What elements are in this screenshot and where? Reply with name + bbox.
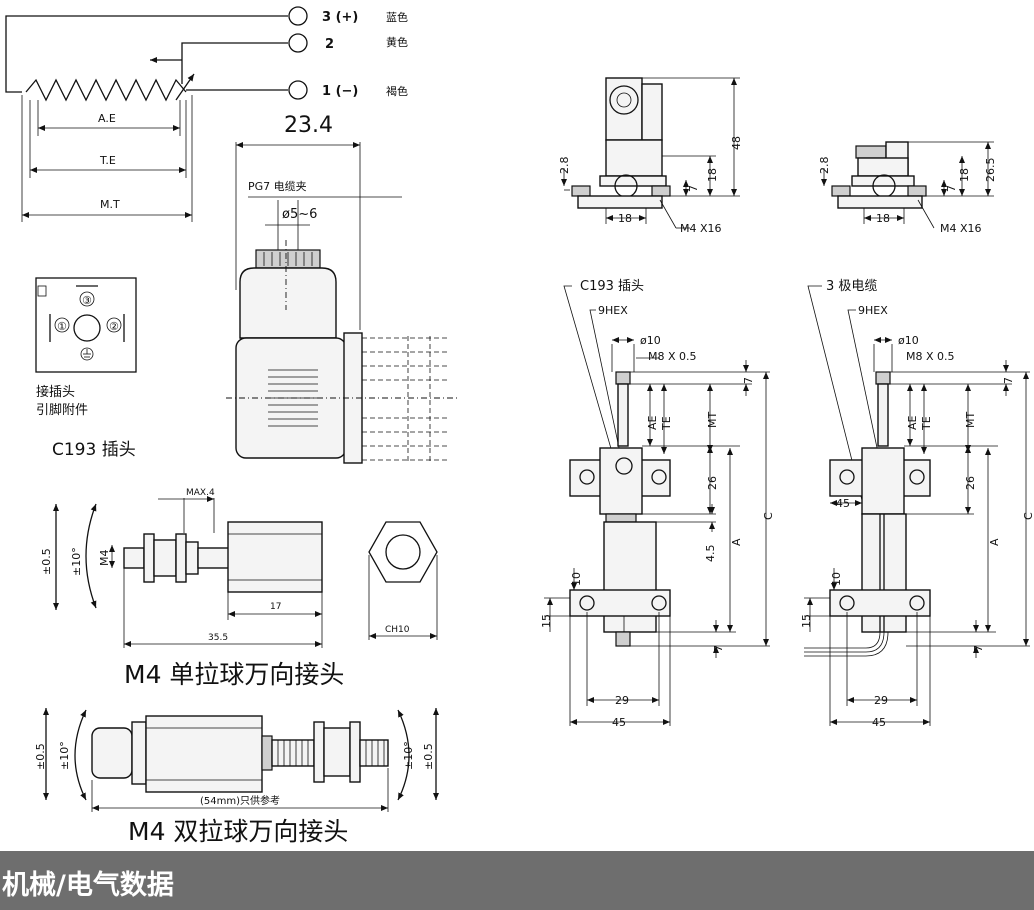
- side-left-hex: 9HEX: [598, 304, 628, 317]
- connector-width-dim: 23.4: [284, 113, 333, 138]
- top-right-w18: 18: [876, 212, 890, 225]
- cable-gland-label: PG7 电缆夹: [248, 180, 307, 193]
- ground-icon: [80, 347, 94, 361]
- ae-label: A.E: [98, 112, 116, 125]
- side-right-c: C: [1022, 512, 1034, 520]
- resistor-zigzag: [25, 78, 187, 102]
- connector-pin-view: ③ ① ② 接插头 引脚附件 C193 插头: [35, 277, 137, 460]
- side-right-a: A: [988, 538, 1001, 546]
- single-max: MAX.4: [186, 488, 215, 498]
- single-len-17: 17: [270, 602, 281, 612]
- single-joint-caption: M4 单拉球万向接头: [124, 660, 344, 689]
- side-left-plug: C193 插头: [580, 279, 644, 294]
- side-view-left: C193 插头 9HEX ø10 M8 X 0.5 7 AE TE MT 26: [540, 279, 775, 729]
- section-title: 机械/电气数据: [2, 870, 174, 901]
- top-view-right: 2.8 26.5 18 7 18 M4 X16: [818, 141, 997, 235]
- pin-1-mark: ①: [57, 320, 67, 333]
- side-right-w29: 29: [874, 694, 888, 707]
- single-angle2: ±10°: [70, 547, 83, 576]
- side-left-w29: 29: [615, 694, 629, 707]
- side-left-d26: 26: [706, 476, 719, 490]
- top-right-h18: 18: [958, 168, 971, 182]
- pin3-color: 蓝色: [386, 10, 408, 24]
- side-right-d15: 15: [800, 614, 813, 628]
- te-label: T.E: [99, 154, 116, 167]
- side-left-d15: 15: [540, 614, 553, 628]
- pin-2-mark: ②: [109, 320, 119, 333]
- side-right-w45: 45: [872, 716, 886, 729]
- side-left-d7-top: 7: [742, 377, 755, 384]
- side-left-a: A: [730, 538, 743, 546]
- pin3-label: 3 (+): [322, 10, 358, 25]
- double-angle2-right: ±10°: [402, 741, 415, 770]
- top-left-w18: 18: [618, 212, 632, 225]
- top-left-screw: M4 X16: [680, 222, 722, 235]
- side-left-dia: ø10: [640, 334, 661, 347]
- potentiometer-circuit: 3 (+) 蓝色 2 黄色 1 (−) 褐色 A.E T.E M.T: [5, 6, 408, 222]
- pin2-label: 2: [325, 37, 334, 52]
- double-angle2-left: ±10°: [58, 741, 71, 770]
- single-len-355: 35.5: [208, 633, 228, 643]
- side-right-dia: ø10: [898, 334, 919, 347]
- side-left-te: TE: [660, 416, 673, 431]
- section-banner: 机械/电气数据: [0, 851, 1034, 910]
- top-left-h18: 18: [706, 168, 719, 182]
- double-angle1-right: ±0.5: [422, 743, 435, 770]
- side-right-d26: 26: [964, 476, 977, 490]
- side-right-d10: 10: [830, 572, 843, 586]
- single-thread: M4: [98, 550, 111, 567]
- side-right-te: TE: [920, 416, 933, 431]
- side-left-w45: 45: [612, 716, 626, 729]
- connector-caption: C193 插头: [52, 440, 136, 460]
- pin2-color: 黄色: [386, 35, 408, 49]
- side-right-d7-bot: 7: [972, 645, 985, 652]
- single-hex: CH10: [385, 625, 410, 635]
- side-left-d45v: 4.5: [704, 545, 717, 563]
- side-left-d10: 10: [570, 572, 583, 586]
- cable-diameter-label: ø5~6: [282, 207, 317, 222]
- single-angle1: ±0.5: [40, 548, 53, 575]
- double-joint-caption: M4 双拉球万向接头: [128, 817, 348, 846]
- double-ball-joint-drawing: ±0.5 ±10° (54mm)只供参考 ±10° ±0.5 M4 双拉球万向接…: [34, 708, 439, 846]
- side-left-c: C: [762, 512, 775, 520]
- top-right-h265: 26.5: [984, 158, 997, 183]
- connector-side-view: 23.4 PG7 电缆夹 ø5~6: [226, 113, 460, 464]
- double-length-note: (54mm)只供参考: [200, 794, 280, 807]
- terminal-2: [288, 33, 308, 53]
- single-ball-joint-drawing: ±0.5 ±10° M4 MAX.4 17 35.5 CH10 M4 单拉球万向…: [40, 488, 438, 689]
- mt-label: M.T: [100, 198, 120, 211]
- side-right-hex: 9HEX: [858, 304, 888, 317]
- pin1-color: 褐色: [386, 84, 408, 98]
- side-right-d45h: 45: [836, 497, 850, 510]
- side-right-mt: MT: [964, 412, 977, 428]
- terminal-3: [288, 6, 308, 26]
- side-left-ae: AE: [646, 415, 659, 430]
- side-left-d7-bot: 7: [712, 645, 725, 652]
- top-right-screw: M4 X16: [940, 222, 982, 235]
- side-right-ae: AE: [906, 415, 919, 430]
- top-left-h7: 7: [687, 185, 700, 192]
- top-left-h28: 2.8: [558, 157, 571, 175]
- double-angle1-left: ±0.5: [34, 743, 47, 770]
- top-left-h48: 48: [730, 136, 743, 150]
- pin-note-line1: 接插头: [36, 384, 75, 400]
- side-view-right: 3 极电缆 9HEX ø10 M8 X 0.5 7 AE TE MT 26 45: [800, 278, 1034, 729]
- pin-note-line2: 引脚附件: [36, 402, 88, 418]
- top-right-h28: 2.8: [818, 157, 831, 175]
- side-left-thread: M8 X 0.5: [648, 350, 697, 363]
- side-right-d7-top: 7: [1002, 377, 1015, 384]
- side-right-cable: 3 极电缆: [826, 278, 877, 294]
- terminal-1: [288, 80, 308, 100]
- top-right-h7: 7: [945, 185, 958, 192]
- pin-3-mark: ③: [82, 294, 92, 307]
- side-right-thread: M8 X 0.5: [906, 350, 955, 363]
- side-left-mt: MT: [706, 412, 719, 428]
- top-view-left: 2.8 48 18 7 18 M4 X16: [558, 77, 743, 235]
- pin1-label: 1 (−): [322, 84, 358, 99]
